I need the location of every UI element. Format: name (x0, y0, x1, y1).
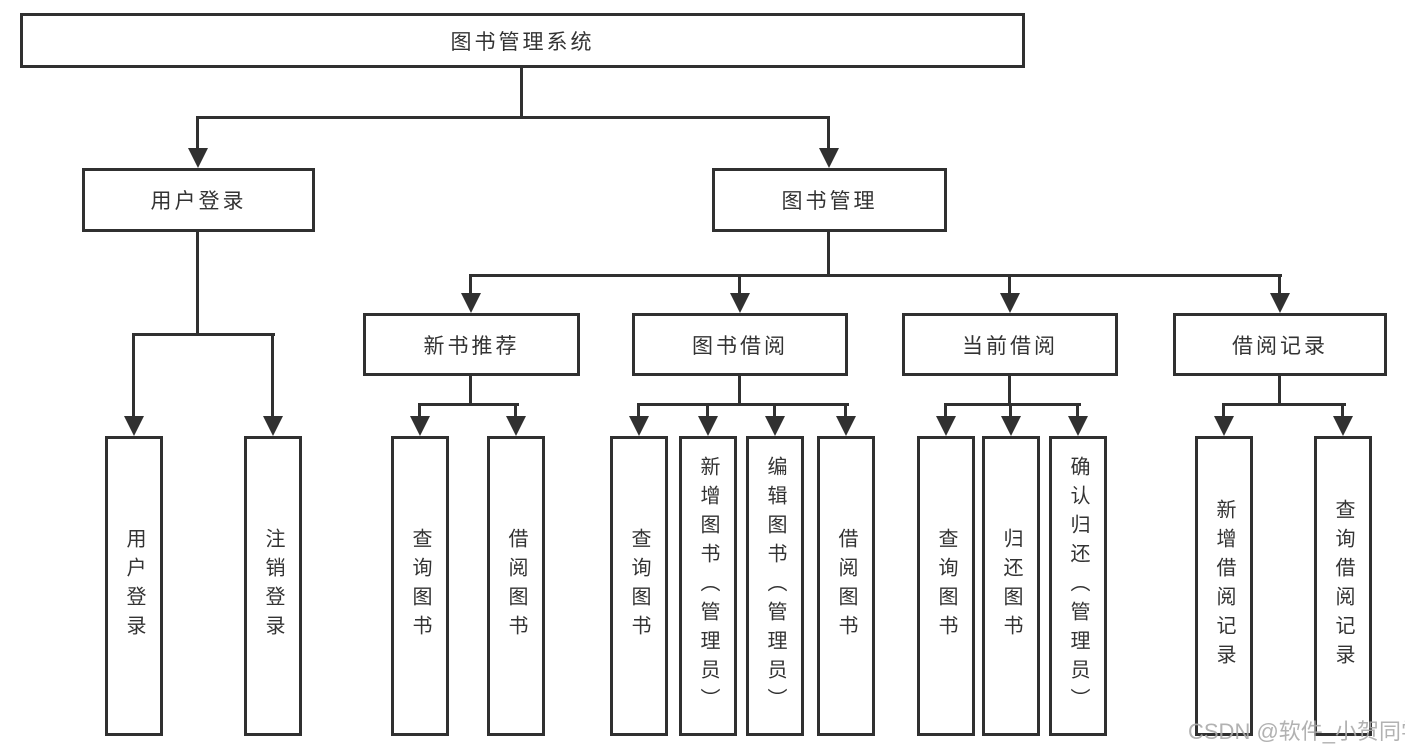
arrowhead-user-login (188, 148, 208, 168)
leaf-add-books-admin: 新增图书（管理员） (679, 436, 737, 736)
connector-leaf-drop (1076, 403, 1079, 417)
csdn-watermark: CSDN @软件_小贺同学 (1188, 719, 1405, 744)
arrowhead-leaf (629, 416, 649, 436)
arrowhead-leaf (698, 416, 718, 436)
connector-leaf-drop (944, 403, 947, 417)
leaf-label: 新增借阅记录 (1213, 499, 1235, 673)
leaf-label: 查询图书 (409, 528, 431, 644)
node-borrowing-records: 借阅记录 (1173, 313, 1387, 376)
leaf-label: 新增图书（管理员） (697, 455, 719, 717)
arrowhead-leaf-logout (263, 416, 283, 436)
connector-book-borrow-leafbar (637, 403, 849, 406)
node-label: 图书借阅 (692, 334, 788, 358)
connector-borrow-record-leafbar (1222, 403, 1346, 406)
arrowhead-leaf (1214, 416, 1234, 436)
arrowhead-leaf (1001, 416, 1021, 436)
node-book-borrowing: 图书借阅 (632, 313, 848, 376)
leaf-user-login: 用户登录 (105, 436, 163, 736)
connector-leaf-drop (844, 403, 847, 417)
arrowhead-book-borrow (730, 293, 750, 313)
connector-book-mgmt-drop (827, 116, 830, 150)
leaf-confirm-return-admin: 确认归还（管理员） (1049, 436, 1107, 736)
leaf-logout: 注销登录 (244, 436, 302, 736)
connector-level2-bar (196, 116, 830, 119)
connector-new-book-leafbar (418, 403, 519, 406)
node-current-borrowing: 当前借阅 (902, 313, 1118, 376)
connector-leaf-drop (706, 403, 709, 417)
leaf-label: 借阅图书 (505, 528, 527, 644)
leaf-label: 查询借阅记录 (1332, 499, 1354, 673)
connector-user-login-bar (132, 333, 275, 336)
arrowhead-leaf (1068, 416, 1088, 436)
leaf-return-books: 归还图书 (982, 436, 1040, 736)
node-label: 新书推荐 (423, 334, 520, 358)
leaf-query-books-borrowing: 查询图书 (610, 436, 668, 736)
leaf-label: 归还图书 (1000, 528, 1022, 644)
connector-level3-bar (469, 274, 1282, 277)
leaf-query-books-current: 查询图书 (917, 436, 975, 736)
connector-new-book-drop (469, 274, 472, 295)
connector-user-login-drop (196, 116, 199, 150)
node-library-management-system: 图书管理系统 (20, 13, 1025, 68)
arrowhead-leaf (410, 416, 430, 436)
connector-root-stem (520, 68, 523, 118)
connector-book-borrow-drop (738, 274, 741, 295)
connector-leaf-drop (1222, 403, 1225, 417)
leaf-label: 查询图书 (628, 528, 650, 644)
arrowhead-leaf-user-login (124, 416, 144, 436)
connector-leaf-drop (1341, 403, 1344, 417)
connector-leaf-user-login-drop (132, 333, 135, 417)
connector-book-mgmt-stem (827, 232, 830, 276)
connector-current-borrow-drop (1008, 274, 1011, 295)
connector-book-borrow-stub (738, 376, 741, 406)
leaf-label: 确认归还（管理员） (1067, 455, 1089, 717)
leaf-add-borrow-record: 新增借阅记录 (1195, 436, 1253, 736)
node-new-book-recommend: 新书推荐 (363, 313, 580, 376)
leaf-label: 查询图书 (935, 528, 957, 644)
node-label: 图书管理系统 (450, 30, 595, 54)
leaf-edit-books-admin: 编辑图书（管理员） (746, 436, 804, 736)
connector-leaf-drop (418, 403, 421, 417)
node-user-login: 用户登录 (82, 168, 315, 232)
leaf-query-borrow-record: 查询借阅记录 (1314, 436, 1372, 736)
connector-leaf-drop (637, 403, 640, 417)
arrowhead-leaf (836, 416, 856, 436)
arrowhead-leaf (936, 416, 956, 436)
leaf-label: 注销登录 (262, 528, 284, 644)
arrowhead-leaf (1333, 416, 1353, 436)
connector-leaf-logout-drop (271, 333, 274, 417)
node-label: 图书管理 (781, 190, 878, 213)
leaf-borrow-books-recommend: 借阅图书 (487, 436, 545, 736)
arrowhead-current-borrow (1000, 293, 1020, 313)
arrowhead-book-mgmt (819, 148, 839, 168)
connector-current-borrow-stub (1008, 376, 1011, 406)
connector-current-borrow-leafbar (944, 403, 1081, 406)
arrowhead-leaf (765, 416, 785, 436)
node-book-management: 图书管理 (712, 168, 947, 232)
leaf-label: 借阅图书 (835, 528, 857, 644)
leaf-label: 编辑图书（管理员） (764, 455, 786, 717)
connector-leaf-drop (773, 403, 776, 417)
arrowhead-borrow-record (1270, 293, 1290, 313)
leaf-query-books-recommend: 查询图书 (391, 436, 449, 736)
connector-new-book-stub (469, 376, 472, 406)
node-label: 用户登录 (150, 190, 247, 213)
connector-borrow-record-stub (1278, 376, 1281, 406)
node-label: 当前借阅 (962, 334, 1058, 358)
leaf-borrow-books-borrowing: 借阅图书 (817, 436, 875, 736)
arrowhead-new-book (461, 293, 481, 313)
connector-borrow-record-drop (1278, 274, 1281, 295)
connector-user-login-stem (196, 232, 199, 334)
connector-leaf-drop (1009, 403, 1012, 417)
arrowhead-leaf (506, 416, 526, 436)
leaf-label: 用户登录 (123, 528, 145, 644)
connector-leaf-drop (514, 403, 517, 417)
node-label: 借阅记录 (1232, 334, 1328, 358)
